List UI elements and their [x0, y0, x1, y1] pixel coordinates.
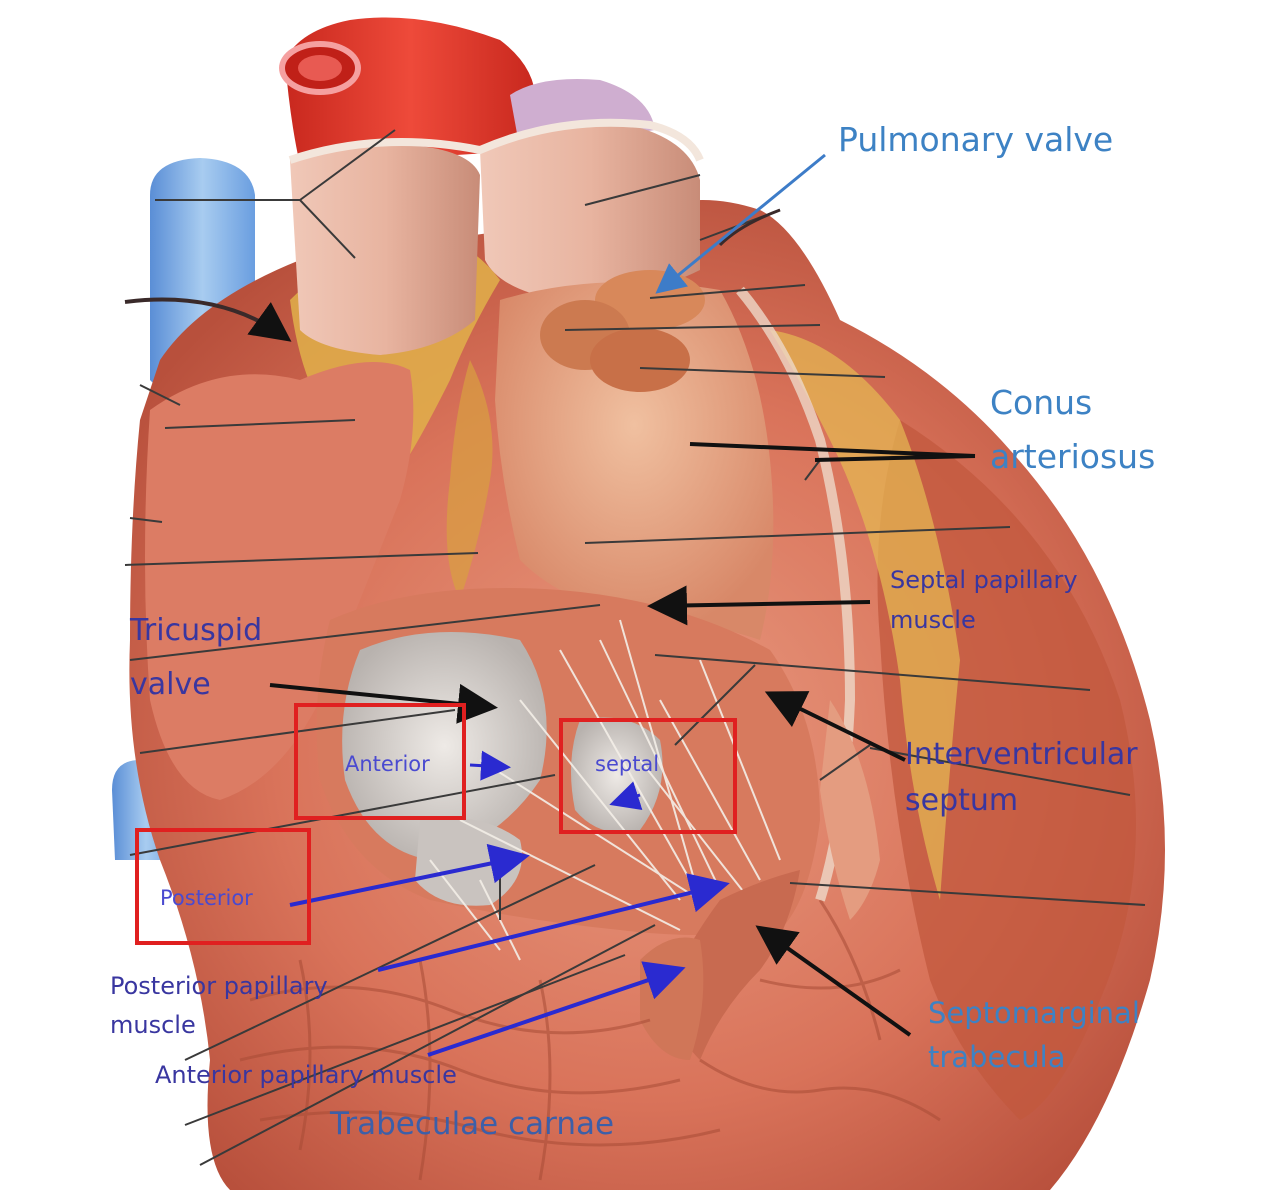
aorta-opening-inner — [298, 55, 342, 81]
leader-lines — [124, 129, 1146, 1166]
label-posterior-papillary-line1: Posterior papillary — [110, 972, 328, 1000]
label-tricuspid-line2: valve — [130, 667, 211, 702]
label-conus-arteriosus-line2: arteriosus — [990, 437, 1156, 476]
label-septomarginal-line1: Septomarginal — [928, 996, 1140, 1030]
posterior-leaflet-arrow — [289, 843, 530, 907]
pulmonary-trunk — [480, 124, 700, 301]
label-trabeculae-carnae: Trabeculae carnae — [330, 1106, 615, 1142]
pulmonary-dark-arrow — [718, 208, 781, 247]
interventricular-arrow — [764, 691, 906, 762]
rv-cavity — [495, 282, 774, 640]
anterior-leaflet-arrow — [469, 750, 511, 781]
pulmonary-cusp-3 — [590, 328, 690, 392]
label-conus-arteriosus-line1: Conus — [990, 383, 1093, 422]
label-tricuspid-line1: Tricuspid — [130, 613, 263, 648]
septal-box — [559, 718, 737, 834]
anterior-papillary-arrow — [427, 961, 686, 1057]
vessel-rim — [288, 118, 704, 164]
septomarginal-arrow — [755, 925, 912, 1037]
label-septal: septal — [595, 752, 660, 776]
chordae-tendineae — [429, 619, 781, 961]
label-anterior-papillary: Anterior papillary muscle — [155, 1061, 457, 1089]
label-posterior: Posterior — [160, 886, 253, 910]
label-septal-papillary-line1: Septal papillary — [890, 566, 1078, 594]
trabeculae-texture — [239, 899, 941, 1181]
label-interventricular-line2: septum — [905, 783, 1019, 818]
posterior-box — [135, 828, 311, 945]
septum-muscle-edge — [820, 700, 880, 920]
conus-arrow-2 — [814, 454, 976, 462]
fat-streak-right — [770, 330, 960, 900]
septal-leaflet-arrow — [609, 781, 643, 810]
label-septal-papillary-line2: muscle — [890, 606, 976, 634]
septal-papillary-arrow — [647, 585, 871, 626]
anterior-box — [294, 703, 466, 820]
label-posterior-papillary-line2: muscle — [110, 1011, 196, 1039]
label-pulmonary-valve: Pulmonary valve — [838, 120, 1114, 159]
posterior-papillary-arrow — [377, 873, 730, 972]
conus-arrow — [689, 442, 976, 458]
label-septomarginal-line2: trabecula — [928, 1040, 1066, 1074]
fat-streak-center — [446, 360, 493, 600]
label-interventricular-line1: Interventricular — [905, 737, 1138, 772]
tricuspid-posterior-leaflet — [415, 817, 522, 906]
pulmonary-valve-arrow — [655, 153, 826, 294]
ascending-aorta — [290, 144, 480, 355]
caval-arrow — [124, 297, 292, 342]
right-auricle — [145, 362, 414, 800]
label-anterior: Anterior — [345, 752, 430, 776]
